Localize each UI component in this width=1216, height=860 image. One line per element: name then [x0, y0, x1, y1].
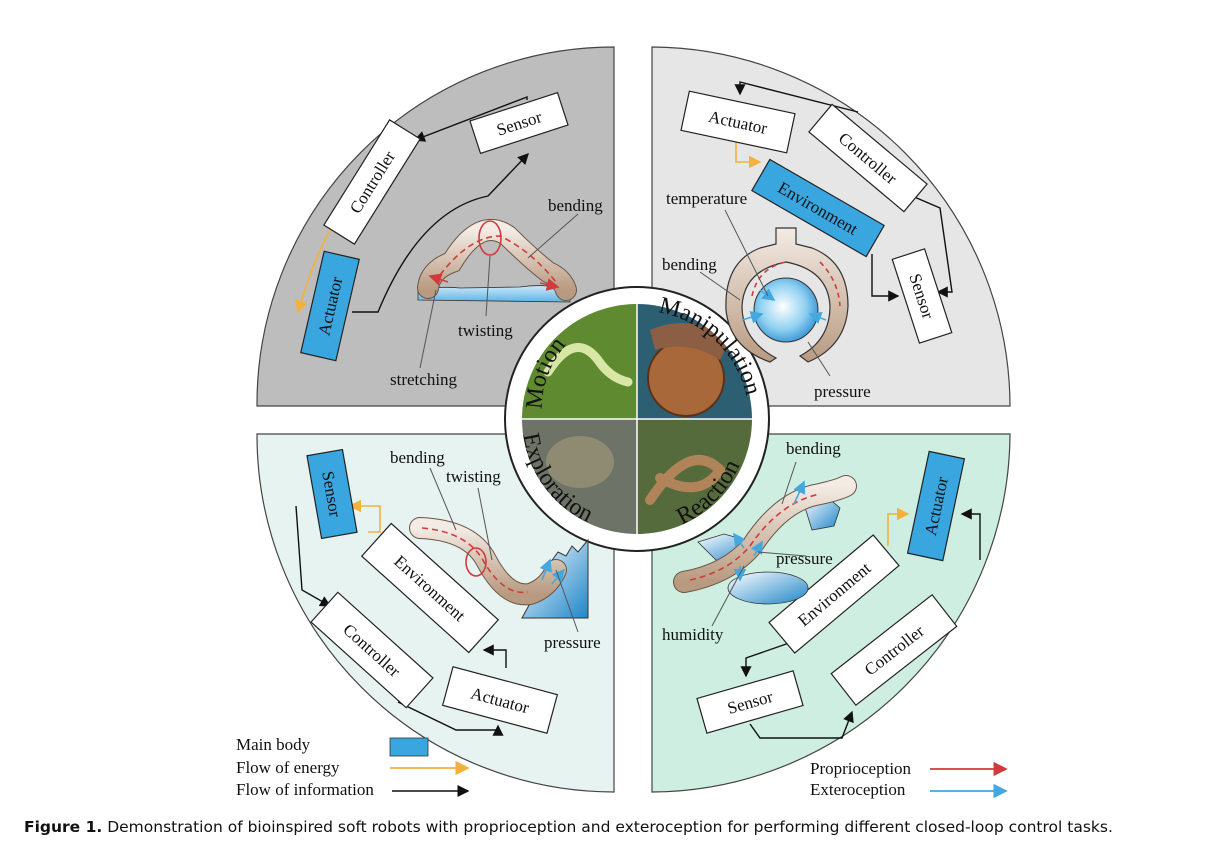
exploration-pressure-label: pressure — [544, 633, 601, 652]
motion-twisting-label: twisting — [458, 321, 513, 340]
exploration-twisting-label: twisting — [446, 467, 501, 486]
manipulation-pressure-label: pressure — [814, 382, 871, 401]
legend-left: Main body Flow of energy Flow of informa… — [236, 735, 470, 799]
reaction-bending-label: bending — [786, 439, 841, 458]
legend-proprioception-label: Proprioception — [810, 759, 912, 778]
legend-exteroception-label: Exteroception — [810, 780, 906, 799]
exploration-sensor-block: Sensor — [306, 448, 358, 540]
exploration-robot — [409, 467, 589, 633]
legend-flow-energy-label: Flow of energy — [236, 758, 340, 777]
hand-shape — [650, 322, 730, 360]
motion-sensor-block: Sensor — [469, 91, 569, 155]
legend-right: Proprioception Exteroception — [810, 759, 1008, 799]
legend-flow-information-label: Flow of information — [236, 780, 374, 799]
octopus-shape — [546, 436, 614, 488]
legend-main-body-swatch — [389, 737, 429, 757]
motion-robot — [417, 213, 579, 369]
reaction-humidity-label: humidity — [662, 625, 724, 644]
motion-bending-label: bending — [548, 196, 603, 215]
legend-main-body-label: Main body — [236, 735, 311, 754]
manipulation-actuator-block: Actuator — [680, 90, 796, 154]
figure-caption-label: Figure 1. — [24, 818, 103, 836]
reaction-robot — [673, 461, 857, 627]
reaction-sensor-block: Sensor — [696, 670, 804, 734]
exploration-bending-label: bending — [390, 448, 445, 467]
motion-stretching-label: stretching — [390, 370, 458, 389]
manipulation-bending-label: bending — [662, 255, 717, 274]
manipulation-sensor-block: Sensor — [891, 248, 953, 344]
manipulation-gripper — [699, 209, 849, 377]
reaction-actuator-block: Actuator — [906, 450, 966, 562]
reaction-pressure-label: pressure — [776, 549, 833, 568]
figure-caption-text: Demonstration of bioinspired soft robots… — [107, 818, 1113, 836]
snake-shape — [645, 455, 727, 505]
figure-caption: Figure 1. Demonstration of bioinspired s… — [24, 818, 1204, 836]
manipulation-temperature-label: temperature — [666, 189, 747, 208]
exploration-actuator-block: Actuator — [441, 665, 559, 735]
motion-actuator-block: Actuator — [300, 250, 360, 362]
exploration-loop: Sensor Environment Controller Actuator — [295, 448, 559, 736]
inchworm-shape — [543, 343, 633, 387]
